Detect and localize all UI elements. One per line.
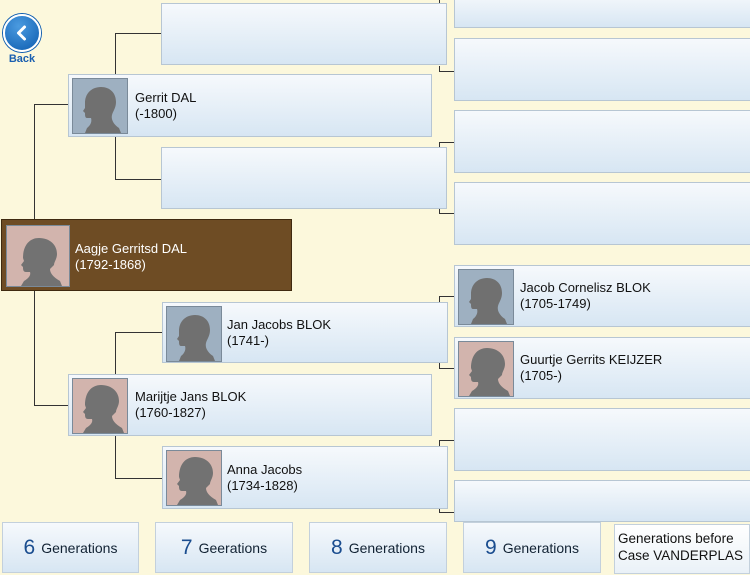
connector-line: [439, 71, 455, 72]
connector-line: [439, 507, 440, 513]
back-button[interactable]: Back: [2, 14, 42, 65]
generation-label: Generations: [502, 539, 579, 556]
person-name: Jan Jacobs BLOK: [227, 317, 332, 332]
person-dates: (1760-1827): [135, 405, 206, 420]
female-silhouette-icon: [458, 341, 514, 397]
empty-ancestor-box[interactable]: [161, 147, 447, 209]
empty-ancestor-box[interactable]: [454, 110, 750, 173]
person-dates: (-1800): [135, 106, 177, 121]
generation-number: 9: [485, 535, 497, 559]
connector-line: [115, 135, 116, 180]
person-name: Jacob Cornelisz BLOK: [520, 280, 651, 295]
person-name: Gerrit DAL: [135, 90, 197, 105]
connector-line: [115, 478, 163, 479]
connector-line: [439, 368, 455, 369]
connector-line: [115, 332, 116, 377]
person-name: Anna Jacobs: [227, 462, 303, 477]
empty-ancestor-box[interactable]: [454, 0, 750, 28]
generations-6-button[interactable]: 6 Generations: [2, 522, 139, 573]
empty-ancestor-box[interactable]: [161, 3, 447, 65]
female-silhouette-icon: [166, 450, 222, 506]
connector-line: [439, 209, 440, 214]
chevron-left-icon: [3, 14, 41, 52]
generation-label: Generations: [41, 539, 118, 556]
connector-line: [34, 104, 71, 105]
person-dates: (1734-1828): [227, 478, 298, 493]
person-dates: (1705-): [520, 368, 562, 383]
connector-line: [115, 33, 116, 78]
connector-line: [439, 142, 440, 147]
person-dates: (1741-): [227, 333, 269, 348]
person-dates: (1792-1868): [75, 257, 146, 272]
person-box-great-grandmother[interactable]: Guurtje Gerrits KEIJZER (1705-): [454, 337, 750, 399]
connector-line: [439, 363, 440, 369]
generations-7-button[interactable]: 7 Geerations: [155, 522, 293, 573]
person-box-root[interactable]: Aagje Gerritsd DAL (1792-1868): [1, 219, 292, 291]
female-silhouette-icon: [72, 378, 128, 434]
generations-before-line2: Case VANDERPLAS: [618, 548, 744, 563]
generation-number: 7: [180, 535, 193, 559]
connector-line: [439, 440, 440, 446]
generation-number: 6: [23, 535, 36, 559]
connector-line: [115, 33, 162, 34]
person-name: Aagje Gerritsd DAL: [75, 241, 187, 256]
connector-line: [115, 434, 116, 479]
person-box-maternal-grandmother[interactable]: Anna Jacobs (1734-1828): [162, 446, 448, 509]
connector-line: [439, 213, 455, 214]
connector-line: [439, 296, 455, 297]
connector-line: [34, 405, 71, 406]
empty-ancestor-box[interactable]: [454, 38, 750, 101]
male-silhouette-icon: [458, 269, 514, 325]
connector-line: [439, 142, 455, 143]
male-silhouette-icon: [72, 78, 128, 134]
person-name: Marijtje Jans BLOK: [135, 389, 247, 404]
empty-ancestor-box[interactable]: [454, 408, 750, 471]
person-box-great-grandfather[interactable]: Jacob Cornelisz BLOK (1705-1749): [454, 265, 750, 327]
person-dates: (1705-1749): [520, 296, 591, 311]
generations-before-line1: Generations before: [618, 531, 734, 546]
connector-line: [115, 332, 163, 333]
person-box-maternal-grandfather[interactable]: Jan Jacobs BLOK (1741-): [162, 302, 448, 363]
generations-8-button[interactable]: 8 Generations: [309, 522, 447, 573]
generations-9-button[interactable]: 9 Generations: [463, 522, 601, 573]
connector-line: [439, 440, 455, 441]
female-silhouette-icon: [6, 225, 70, 287]
connector-line: [439, 0, 440, 5]
person-box-father[interactable]: Gerrit DAL (-1800): [68, 74, 432, 137]
male-silhouette-icon: [166, 306, 222, 362]
generation-label: Geerations: [198, 539, 268, 556]
generation-number: 8: [331, 535, 343, 559]
generations-before-button[interactable]: Generations before Case VANDERPLAS: [614, 524, 750, 574]
connector-line: [439, 296, 440, 302]
generation-label: Generations: [348, 539, 425, 556]
connector-line: [115, 179, 162, 180]
connector-line: [439, 512, 455, 513]
connector-line: [439, 66, 440, 72]
person-name: Guurtje Gerrits KEIJZER: [520, 352, 663, 367]
empty-ancestor-box[interactable]: [454, 182, 750, 245]
back-label: Back: [8, 53, 36, 65]
empty-ancestor-box[interactable]: [454, 480, 750, 522]
person-box-mother[interactable]: Marijtje Jans BLOK (1760-1827): [68, 374, 432, 436]
